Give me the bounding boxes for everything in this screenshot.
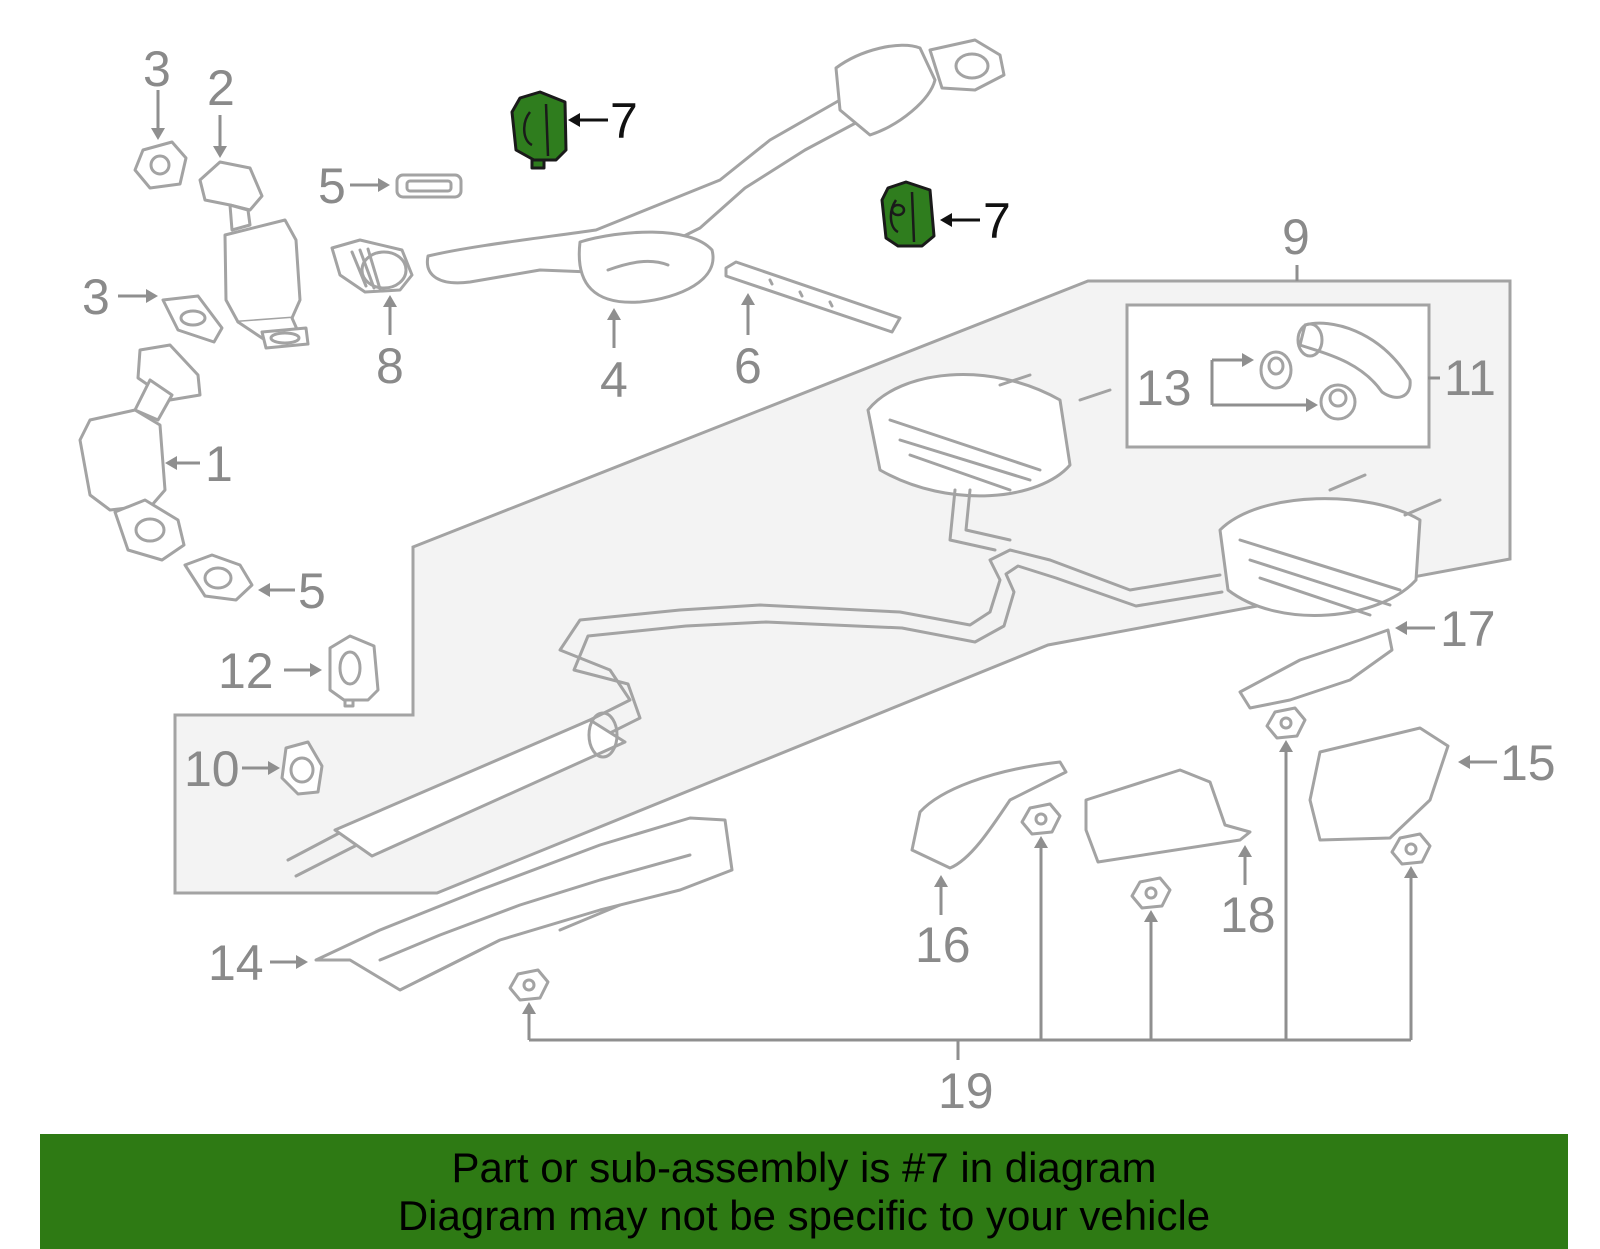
callout-17: 17: [1440, 601, 1496, 657]
gasket-part-10: [280, 740, 324, 796]
callout-3-upper: 3: [143, 41, 171, 97]
banner-line-2: Diagram may not be specific to your vehi…: [397, 1192, 1211, 1239]
callout-10: 10: [184, 741, 240, 797]
nut-part-19-c: [1130, 876, 1172, 910]
nut-part-19-e: [1390, 832, 1432, 866]
callout-5-lower: 5: [298, 563, 326, 619]
catalytic-converter-part-1: [78, 343, 202, 562]
callout-7-upper: 7: [610, 93, 638, 149]
gasket-part-5-lower: [183, 553, 254, 602]
callout-9: 9: [1282, 209, 1310, 265]
muffler-assembly-part-9: [286, 373, 1442, 878]
hanger-part-7-lower: [880, 180, 936, 248]
heat-shield-part-16: [910, 760, 1068, 870]
nut-part-19-a: [508, 968, 550, 1002]
gasket-part-3-upper: [133, 140, 188, 190]
front-pipe-part-4: [425, 38, 1006, 304]
callout-14: 14: [208, 935, 264, 991]
callout-7-lower: 7: [983, 193, 1011, 249]
insulator-part-13-upper: [1259, 350, 1293, 390]
flex-joint-part-8: [330, 238, 414, 294]
gasket-part-3-lower: [161, 294, 224, 344]
callout-18: 18: [1220, 887, 1276, 943]
hanger-part-12: [328, 634, 380, 708]
callout-16: 16: [915, 917, 971, 973]
callout-15: 15: [1500, 735, 1556, 791]
heat-shield-part-15: [1308, 726, 1450, 842]
callout-12: 12: [218, 643, 274, 699]
callout-11: 11: [1444, 350, 1496, 406]
bracket-part-6: [724, 260, 902, 334]
leader-lines: [118, 90, 1497, 1060]
hanger-part-7-upper: [510, 90, 568, 170]
callout-2: 2: [207, 60, 235, 116]
nut-part-19-b: [1020, 802, 1062, 836]
callout-19: 19: [938, 1063, 994, 1119]
callout-5-upper: 5: [318, 158, 346, 214]
callout-4: 4: [600, 352, 628, 408]
nut-part-19-d: [1265, 706, 1307, 740]
heat-shield-part-17: [1238, 628, 1394, 710]
info-banner: Part or sub-assembly is #7 in diagram Di…: [40, 1134, 1568, 1249]
tailpipe-tip-part-11: [1296, 321, 1412, 399]
callout-13: 13: [1136, 360, 1192, 416]
catalytic-converter-part-2: [198, 160, 310, 350]
insulator-part-13-lower: [1319, 383, 1357, 421]
heat-shield-part-14: [314, 816, 734, 992]
heat-shield-part-18: [1084, 768, 1252, 864]
callout-3-lower: 3: [82, 269, 110, 325]
callout-1: 1: [205, 436, 233, 492]
banner-line-1: Part or sub-assembly is #7 in diagram: [451, 1144, 1157, 1191]
callout-6: 6: [734, 338, 762, 394]
callout-8: 8: [376, 338, 404, 394]
